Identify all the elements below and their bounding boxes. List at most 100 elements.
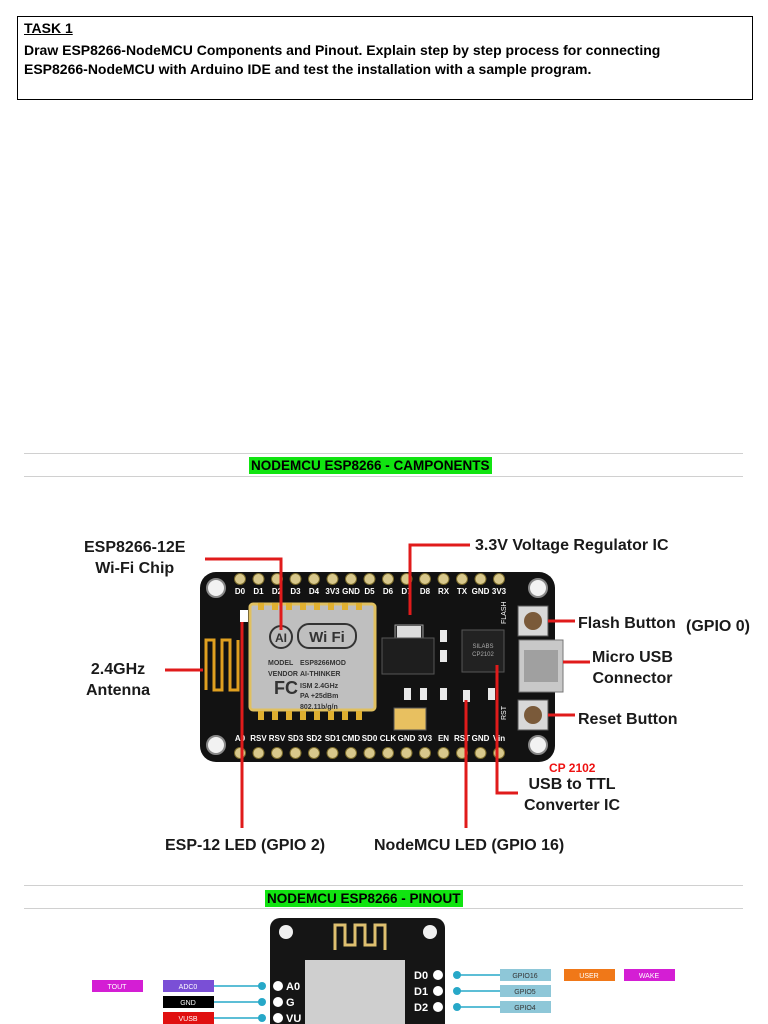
bottom-pin-12 <box>456 747 468 759</box>
bottom-pin-7 <box>363 747 376 759</box>
pinout-extra-text: USER <box>579 973 598 980</box>
nodemcu-board <box>200 572 555 762</box>
pinout-antenna <box>333 923 387 950</box>
pinout-right-pin-label: D2 <box>414 1002 428 1014</box>
voltage-regulator <box>394 624 424 646</box>
pinout-left-pin <box>273 997 283 1007</box>
cp2102-chip <box>461 629 505 673</box>
top-pin-label: D6 <box>383 587 394 596</box>
label-usb-ttl: USB to TTL Converter IC <box>524 776 621 814</box>
top-pin-label: GND <box>342 587 360 596</box>
bottom-pin-label: GND <box>398 734 416 743</box>
top-pin-9 <box>400 573 413 585</box>
label-esp12-led: ESP-12 LED (GPIO 2) <box>165 837 326 854</box>
svg-text:CP2102: CP2102 <box>472 652 494 658</box>
module-pad <box>356 603 362 610</box>
module-text-line: VENDOR <box>268 671 298 678</box>
module-pad <box>342 711 348 720</box>
module-text-line: ESP8266MOD <box>300 660 346 667</box>
antenna-trace <box>204 638 240 692</box>
bottom-pin-3 <box>289 747 302 759</box>
flash-silk: FLASH <box>501 601 508 624</box>
label-reset-button: Reset Button <box>578 711 678 728</box>
top-pin-label: TX <box>457 587 468 596</box>
top-pin-2 <box>271 573 283 585</box>
svg-text:SILABS: SILABS <box>472 644 493 650</box>
pinout-left-outer-tag <box>92 980 143 992</box>
small-smd-parts <box>404 630 495 702</box>
components-section-title: NODEMCU ESP8266 - CAMPONENTS <box>249 457 492 474</box>
bottom-pin-label: CLK <box>380 734 397 743</box>
bottom-pin-label: RSV <box>250 734 267 743</box>
bottom-pin-1 <box>252 747 265 759</box>
esp12-led-marker <box>240 610 248 622</box>
label-cp2102: CP 2102 <box>549 761 596 775</box>
pinout-gpio-tag <box>500 969 551 981</box>
fc-logo: FC <box>274 678 298 698</box>
task-title: TASK 1 <box>24 20 73 36</box>
bottom-pin-13 <box>474 747 487 759</box>
pinout-left-tag <box>163 996 214 1008</box>
ams-regulator-body <box>381 637 435 675</box>
module-pad <box>356 711 362 720</box>
label-flash-gpio: (GPIO 0) <box>686 618 751 635</box>
bottom-pin-11 <box>437 747 450 759</box>
module-text-line: MODEL <box>268 660 294 667</box>
top-pin-12 <box>456 573 468 585</box>
top-pin-label: 3V3 <box>492 587 507 596</box>
top-pin-label: 3V3 <box>325 587 340 596</box>
pinout-extra2-text: WAKE <box>639 973 660 980</box>
task-description: Draw ESP8266-NodeMCU Components and Pino… <box>24 41 746 79</box>
module-pads <box>258 603 362 720</box>
bottom-pin-2 <box>271 747 283 759</box>
pinout-left-pin-label: G <box>286 997 295 1009</box>
pinout-mount-right <box>423 925 437 939</box>
top-pin-label: D8 <box>420 587 431 596</box>
top-pin-5 <box>326 573 339 585</box>
rst-silk: RST <box>501 705 508 720</box>
module-pad <box>328 711 334 720</box>
task-line-1: Draw ESP8266-NodeMCU Components and Pino… <box>24 42 661 58</box>
flash-button-body <box>517 605 549 637</box>
top-pin-label: D7 <box>401 587 412 596</box>
module-pad <box>258 711 264 720</box>
module-pad <box>258 603 264 610</box>
module-pad <box>300 603 306 610</box>
pinout-gpio-tag <box>500 985 551 997</box>
bottom-pin-label: 3V3 <box>418 734 433 743</box>
reset-button-cap <box>524 706 542 724</box>
bottom-pin-14 <box>493 747 505 759</box>
bottom-pin-5 <box>326 747 339 759</box>
module-pad <box>286 603 292 610</box>
top-pin-3 <box>289 573 302 585</box>
pinout-left-pin-label: VU <box>286 1013 301 1024</box>
module-pad <box>328 603 334 610</box>
bottom-pin-6 <box>345 747 357 759</box>
esp12e-module <box>248 602 377 712</box>
top-pin-label: D4 <box>309 587 320 596</box>
module-text-line: PA +25dBm <box>300 693 338 700</box>
bottom-pin-label: GND <box>472 734 490 743</box>
top-pin-label: GND <box>472 587 490 596</box>
bottom-pin-label: SD0 <box>362 734 378 743</box>
top-pin-11 <box>437 573 450 585</box>
bottom-pin-8 <box>382 747 394 759</box>
top-pin-1 <box>252 573 265 585</box>
top-pin-label: D0 <box>235 587 246 596</box>
pinout-left-pin <box>273 1013 283 1023</box>
top-pin-label: D1 <box>253 587 264 596</box>
mounting-holes <box>206 578 548 755</box>
pinout-right-pin <box>433 970 443 980</box>
bottom-pin-9 <box>400 747 413 759</box>
pinout-board <box>270 918 445 1024</box>
module-pad <box>272 603 278 610</box>
bottom-pin-row <box>234 747 505 759</box>
bottom-pin-label: SD3 <box>288 734 304 743</box>
pinout-gpio-text: GPIO16 <box>512 973 537 980</box>
bottom-pin-label: Vin <box>493 734 505 743</box>
micro-usb-port <box>518 639 564 693</box>
